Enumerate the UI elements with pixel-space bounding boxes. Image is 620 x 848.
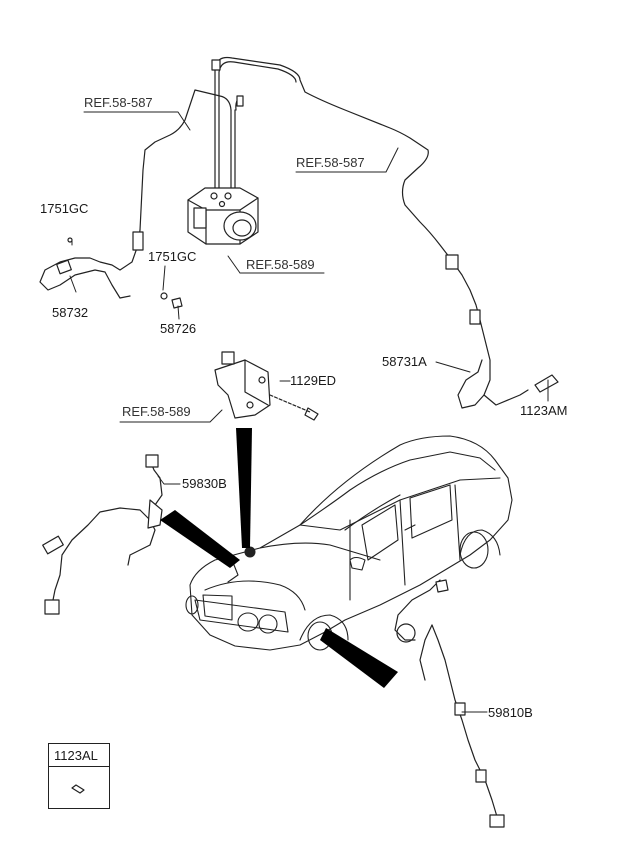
part-59830b-label: 59830B [182, 476, 227, 491]
legend-1123al-label: 1123AL [54, 748, 98, 763]
part-1123am-label: 1123AM [520, 403, 568, 418]
bracket-1129ed [214, 351, 319, 421]
ref-58-587-right-label: REF.58-587 [296, 155, 365, 170]
ref-58-587-left-label: REF.58-587 [84, 95, 153, 110]
car-illustration [185, 435, 513, 651]
part-58731a-label: 58731A [382, 354, 427, 369]
hecu-module-illustration [187, 187, 259, 245]
sensor-59810b [394, 579, 505, 828]
part-58726-label: 58726 [160, 321, 197, 336]
part-59810b-label: 59810B [488, 705, 533, 720]
part-1751gc-label-b: 1751GC [148, 249, 197, 264]
sensor-cable-58731a [445, 254, 559, 409]
leader-lines [69, 111, 549, 713]
sensor-59830b [42, 454, 163, 615]
legend-box: 1123AL [48, 743, 110, 809]
part-1751gc-label-a: 1751GC [40, 201, 89, 216]
ref-58-589-mid-label: REF.58-589 [122, 404, 191, 419]
ref-58-589-top-label: REF.58-589 [246, 257, 315, 272]
brake-line-assembly [139, 56, 451, 259]
legend-header: 1123AL [49, 744, 109, 767]
sensor-cable-58732 [39, 229, 183, 309]
pointer-wedges [160, 428, 398, 688]
part-58732-label: 58732 [52, 305, 89, 320]
part-1129ed-label: 1129ED [290, 373, 337, 388]
legend-bolt-icon [71, 784, 85, 794]
